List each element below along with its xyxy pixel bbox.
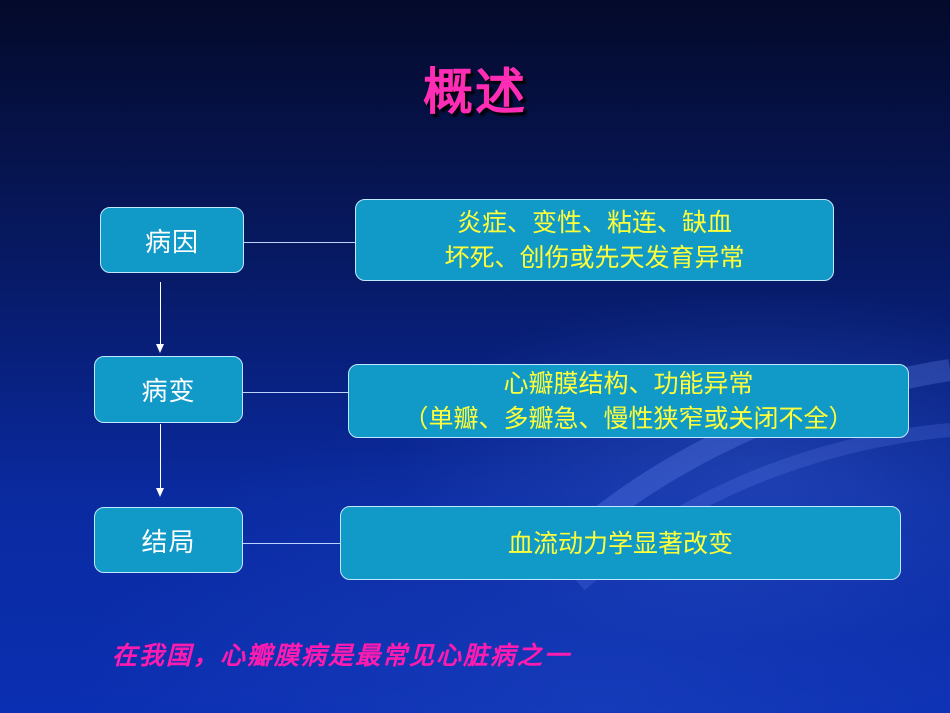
arrow-lesion-to-outcome [160,424,161,490]
cause-detail-line-2: 坏死、创伤或先天发育异常 [444,243,745,272]
outcome-connector [243,543,342,544]
outcome-box: 结局 [94,507,243,573]
footer-note: 在我国，心瓣膜病是最常见心脏病之一 [112,641,572,670]
cause-detail-line-1: 炎症、变性、粘连、缺血 [456,208,732,237]
lesion-label: 病变 [141,377,196,407]
lesion-detail-box: 心瓣膜结构、功能异常 （单瓣、多瓣急、慢性狭窄或关闭不全） [348,364,909,438]
lesion-connector [243,392,349,393]
outcome-label: 结局 [141,527,196,558]
cause-detail-box: 炎症、变性、粘连、缺血 坏死、创伤或先天发育异常 [355,199,834,281]
outcome-detail-line-1: 血流动力学显著改变 [507,528,733,558]
page-title: 概述 [423,63,527,121]
arrow-head-2 [156,488,164,497]
lesion-detail-line-1: 心瓣膜结构、功能异常 [503,369,754,398]
cause-label: 病因 [144,227,199,258]
lesion-detail-line-2: （单瓣、多瓣急、慢性狭窄或关闭不全） [403,404,854,433]
outcome-detail-box: 血流动力学显著改变 [340,506,901,580]
arrow-head-1 [156,344,164,353]
arrow-cause-to-lesion [160,282,161,346]
cause-box: 病因 [100,207,244,273]
cause-connector [244,242,356,243]
lesion-box: 病变 [94,356,243,423]
